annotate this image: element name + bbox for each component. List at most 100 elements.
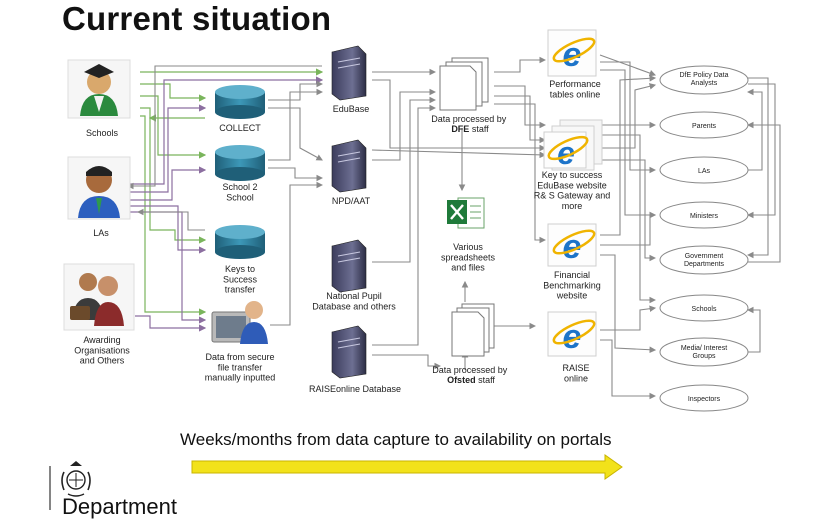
- label-line: COLLECT: [219, 123, 261, 133]
- label-npd-aat: NPD/AAT: [332, 196, 371, 206]
- label-line: LAs: [698, 168, 711, 175]
- label-line: Database and others: [312, 301, 396, 311]
- label-line: Data from secure: [205, 352, 274, 362]
- department-text: Department: [62, 494, 177, 519]
- dfe-documents-icon: [439, 57, 489, 111]
- label-line: EduBase website: [537, 180, 607, 190]
- label-line: Success: [223, 274, 258, 284]
- raise-online-browser-icon: e: [547, 311, 597, 357]
- manual-input-computer-icon: [211, 301, 268, 344]
- label-line: School 2: [222, 182, 257, 192]
- excel-icon: [447, 197, 485, 229]
- label-line: Awarding: [83, 335, 120, 345]
- label-line: tables online: [550, 89, 601, 99]
- awarding-organisations-icon: [63, 263, 135, 331]
- school2school-cylinder-icon: [215, 145, 265, 181]
- audience-media-ellipse: [659, 337, 749, 367]
- page-title: Current situation: [62, 0, 332, 37]
- label-audience-ministers: Ministers: [690, 213, 719, 220]
- label-audience-schools: Schools: [692, 306, 717, 313]
- label-audience-las: LAs: [698, 168, 711, 175]
- las-icon: [67, 156, 131, 220]
- label-line: spreadsheets: [441, 252, 496, 262]
- audience-parents-ellipse: [659, 111, 749, 139]
- grey-arrows: [126, 54, 781, 400]
- collect-cylinder-icon: [215, 85, 265, 119]
- label-line: Schools: [692, 306, 717, 313]
- audience-schools-ellipse: [659, 294, 749, 322]
- audience-govdept-ellipse: [659, 245, 749, 275]
- label-raiseonline-db: RAISEonline Database: [309, 384, 401, 394]
- label-edubase: EduBase: [333, 104, 370, 114]
- label-line: Analysts: [691, 80, 718, 87]
- label-line: file transfer: [218, 362, 263, 372]
- label-line: EduBase: [333, 104, 370, 114]
- label-line: Departments: [684, 261, 725, 268]
- label-line: Groups: [693, 353, 716, 360]
- label-line: Media/ Interest: [681, 345, 727, 352]
- schools-icon: [67, 59, 131, 119]
- raiseonline-database-server-icon: [331, 325, 367, 379]
- label-las: LAs: [93, 228, 109, 238]
- label-line: Ministers: [690, 213, 719, 220]
- label-line: Government: [685, 253, 724, 260]
- label-line: National Pupil: [326, 291, 382, 301]
- audience-las-ellipse: [659, 156, 749, 184]
- label-line: Performance: [549, 79, 601, 89]
- label-audience-inspectors: Inspectors: [688, 396, 721, 403]
- performance-tables-browser-icon: e: [547, 29, 597, 77]
- label-line: RAISEonline Database: [309, 384, 401, 394]
- financial-benchmarking-browser-icon: e: [547, 223, 597, 267]
- key-to-success-browser-icon: e: [543, 119, 603, 171]
- label-line: Inspectors: [688, 396, 721, 403]
- audience-inspectors-ellipse: [659, 384, 749, 412]
- label-line: transfer: [225, 285, 256, 295]
- label-line: more: [562, 201, 583, 211]
- label-schools: Schools: [86, 128, 119, 138]
- label-line: and Others: [80, 356, 125, 366]
- label-audience-parents: Parents: [692, 123, 717, 130]
- ofsted-documents-icon: [451, 303, 495, 357]
- audience-ministers-ellipse: [659, 201, 749, 229]
- edubase-server-icon: [331, 45, 367, 101]
- label-line: R& S Gateway and: [534, 191, 611, 201]
- label-line: NPD/AAT: [332, 196, 371, 206]
- label-line: and files: [451, 263, 485, 273]
- label-line: Parents: [692, 123, 717, 130]
- label-dfe-processing: Data processed by DFE staff: [431, 114, 509, 134]
- label-ofsted-processing: Data processed by Ofsted staff: [432, 365, 510, 385]
- label-line: Benchmarking: [543, 280, 601, 290]
- label-line: online: [564, 373, 588, 383]
- audience-dfe-policy-ellipse: [659, 65, 749, 95]
- timeline-arrow: [191, 454, 623, 480]
- label-collect: COLLECT: [219, 123, 261, 133]
- label-line: LAs: [93, 228, 109, 238]
- label-line: RAISE: [562, 363, 589, 373]
- npd-aat-server-icon: [331, 139, 367, 193]
- label-line: Financial: [554, 270, 590, 280]
- keys-to-success-cylinder-icon: [215, 225, 265, 259]
- label-line: School: [226, 192, 254, 202]
- label-line: Key to success: [542, 170, 603, 180]
- label-line: manually inputted: [205, 373, 276, 383]
- timeline-caption: Weeks/months from data capture to availa…: [180, 430, 612, 449]
- national-pupil-database-server-icon: [331, 239, 367, 293]
- label-line: website: [556, 291, 588, 301]
- label-line: DfE Policy Data: [679, 72, 728, 79]
- label-line: Schools: [86, 128, 119, 138]
- royal-crest-icon: [49, 461, 91, 510]
- label-line: Keys to: [225, 264, 255, 274]
